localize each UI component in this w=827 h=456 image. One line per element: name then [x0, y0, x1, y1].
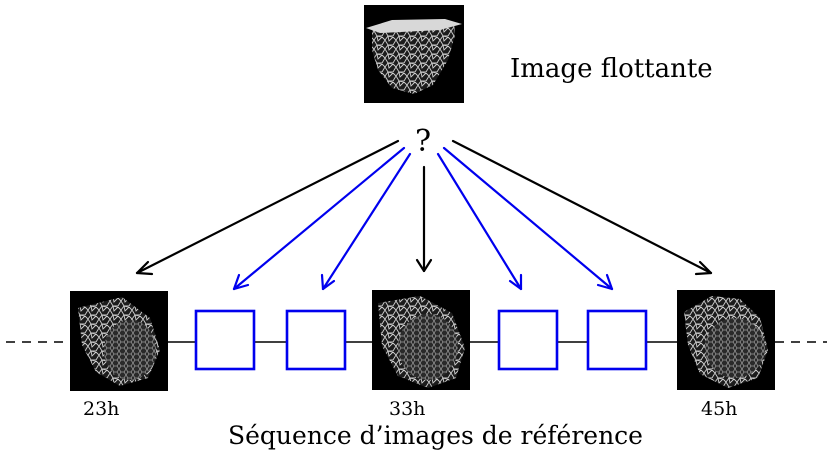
arrow-to-image-45h	[451, 139, 713, 276]
reference-image-23h	[70, 291, 168, 391]
time-label-45h: 45h	[701, 398, 738, 420]
placeholder-box	[194, 309, 256, 371]
placeholder-box	[497, 309, 559, 371]
reference-image-dome	[104, 320, 156, 380]
floating-image	[364, 5, 464, 103]
arrow-to-placeholder	[320, 152, 412, 291]
arrow-to-placeholder	[442, 146, 614, 291]
sequence-caption: Séquence d’images de référence	[228, 421, 643, 450]
arrow-to-image-33h	[415, 165, 433, 273]
arrow-to-image-23h	[135, 139, 400, 276]
time-label-33h: 33h	[389, 398, 426, 420]
query-symbol: ?	[415, 124, 432, 159]
floating-image-tissue	[372, 22, 455, 94]
time-label-23h: 23h	[83, 398, 120, 420]
arrow-to-placeholder	[436, 152, 523, 291]
placeholder-box	[586, 309, 648, 371]
reference-image-dome	[398, 314, 458, 380]
arrow-to-placeholder	[232, 146, 406, 291]
placeholder-box	[285, 309, 347, 371]
floating-image-flap	[366, 19, 462, 33]
floating-image-label: Image flottante	[510, 54, 713, 84]
reference-image-dome	[705, 318, 765, 378]
reference-image-33h	[372, 290, 470, 390]
reference-image-45h	[677, 290, 775, 390]
